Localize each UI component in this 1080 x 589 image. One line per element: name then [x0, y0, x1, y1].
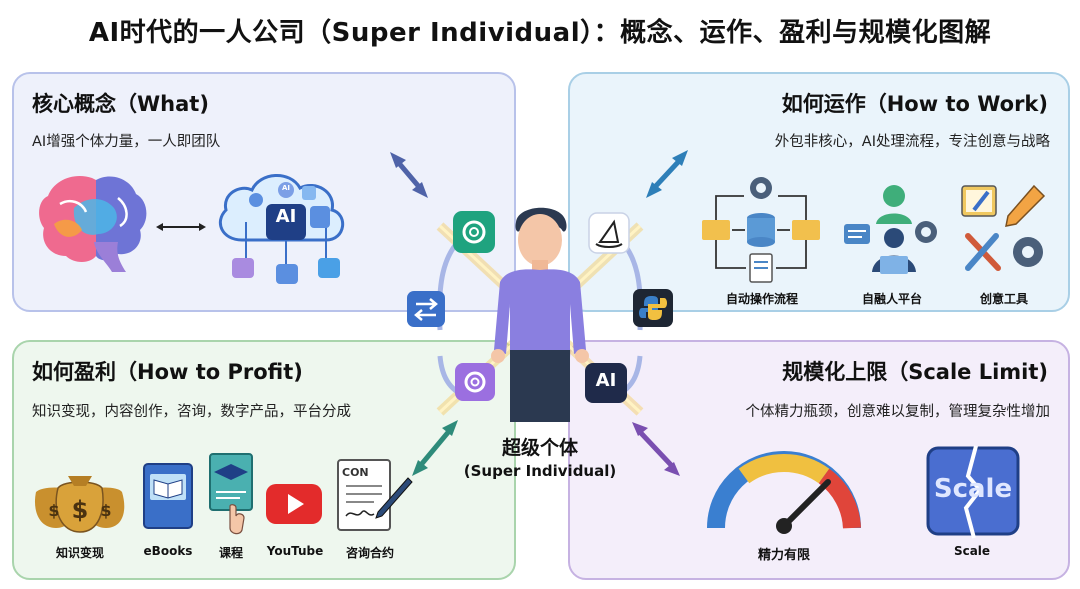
center-label: 超级个体 (Super Individual) — [430, 433, 650, 480]
python-icon — [633, 289, 673, 327]
what-subtitle: AI增强个体力量，一人即团队 — [32, 134, 221, 150]
scale-subtitle: 个体精力瓶颈，创意难以复制，管理复杂性增加 — [745, 404, 1051, 420]
svg-text:$: $ — [100, 501, 111, 520]
double-arrow-icon — [156, 223, 206, 231]
caption-automation: 自动操作流程 — [725, 292, 798, 306]
profit-subtitle: 知识变现，内容创作，咨询，数字产品，平台分成 — [32, 404, 351, 420]
contract-icon — [337, 459, 413, 531]
caption-creative-tools: 创意工具 — [979, 292, 1028, 306]
course-icon — [209, 453, 253, 535]
caption-scale: Scale — [953, 544, 991, 558]
caption-knowledge: 知识变现 — [55, 546, 104, 560]
creative-tools-icon — [961, 184, 1046, 271]
ai-cloud-small-label: AI — [281, 184, 291, 192]
broken-scale-icon — [926, 445, 1020, 539]
freelancer-platform-icon — [844, 185, 937, 274]
work-subtitle: 外包非核心，AI处理流程，专注创意与战略 — [774, 134, 1050, 150]
chatgpt-icon — [453, 211, 495, 253]
ebooks-icon — [143, 463, 193, 529]
ai-chip-icon — [585, 363, 627, 403]
profit-title: 如何盈利（How to Profit) — [32, 360, 303, 384]
midjourney-icon — [588, 212, 630, 254]
automation-flow-icon — [702, 177, 820, 283]
page-title: AI时代的一人公司（Super Individual）：概念、运作、盈利与规模化… — [88, 18, 992, 48]
brain-icon — [39, 176, 147, 272]
caption-platform: 自融人平台 — [861, 292, 922, 306]
caption-limited-energy: 精力有限 — [757, 548, 810, 563]
caption-youtube: YouTube — [266, 544, 324, 558]
work-title: 如何运作（How to Work) — [781, 92, 1048, 116]
ai-cloud-label: AI — [275, 206, 297, 227]
caption-course: 课程 — [218, 546, 243, 560]
scale-title: 规模化上限（Scale Limit) — [782, 360, 1048, 384]
money-bags-icon: $ $ $ — [34, 476, 125, 533]
center-label-en: (Super Individual) — [463, 462, 617, 480]
youtube-icon — [266, 484, 322, 524]
panel-how-to-profit — [12, 340, 516, 580]
svg-text:$: $ — [48, 501, 59, 520]
ai-chip-label: AI — [595, 370, 617, 391]
center-label-cn: 超级个体 — [501, 437, 578, 459]
caption-consulting: 咨询合约 — [345, 546, 394, 560]
ai-cloud-icon — [219, 174, 344, 284]
contract-doc-text: CON — [342, 466, 369, 479]
what-title: 核心概念（What) — [32, 92, 209, 116]
caption-ebooks: eBooks — [143, 544, 193, 558]
scale-word: Scale — [933, 474, 1013, 504]
person-icon — [491, 207, 589, 422]
svg-text:$: $ — [72, 496, 89, 524]
chatgpt-purple-icon — [455, 363, 495, 401]
gauge-icon — [707, 451, 861, 534]
swap-icon — [407, 291, 445, 327]
